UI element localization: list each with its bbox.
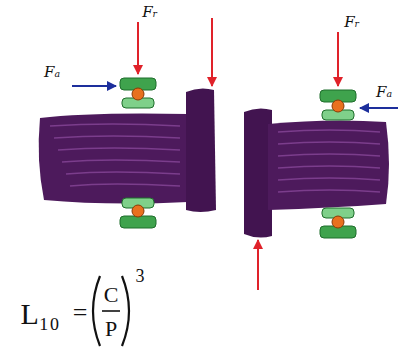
formula-strokes (93, 276, 129, 346)
radial-force-label: Fᵣ (344, 15, 360, 30)
formula-symbol: = (73, 300, 88, 326)
axial-force-label: Fₐ (376, 85, 392, 100)
axial-force-arrows (72, 86, 398, 108)
axial-force-label: Fₐ (44, 65, 60, 80)
formula-symbol: P (105, 318, 117, 340)
radial-force-label: Fᵣ (142, 5, 158, 20)
left-bearing (120, 78, 156, 228)
formula-symbol: L₁₀ (20, 299, 59, 329)
formula-symbol: C (104, 284, 119, 306)
right-bearing (320, 90, 356, 238)
radial-force-arrows (138, 18, 338, 290)
formula-exponent: 3 (136, 267, 145, 285)
right-shaft (244, 108, 389, 237)
left-shaft (39, 88, 216, 212)
